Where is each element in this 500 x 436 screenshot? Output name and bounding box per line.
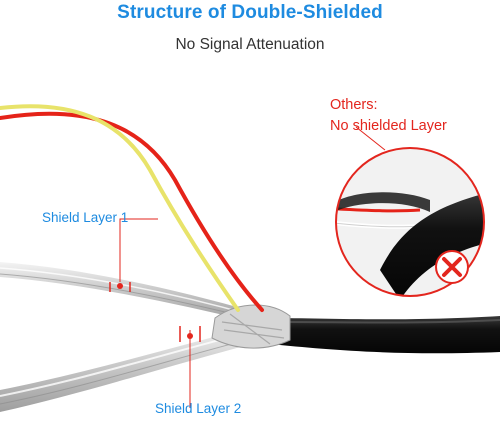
others-note: Others: No shielded Layer xyxy=(330,95,447,137)
shield-layer-1-pointer xyxy=(119,218,158,282)
shield-layer-2-label: Shield Layer 2 xyxy=(155,401,242,416)
black-cable xyxy=(268,316,500,354)
yellow-wire xyxy=(0,104,240,312)
others-line-1: Others: xyxy=(330,97,378,113)
page-title: Structure of Double-Shielded xyxy=(117,2,383,23)
comparison-inset xyxy=(336,148,484,296)
upper-braid-lead xyxy=(0,262,262,324)
x-icon xyxy=(435,250,469,284)
red-wire xyxy=(0,111,264,312)
shield-layer-1-label: Shield Layer 1 xyxy=(42,210,129,225)
others-line-2: No shielded Layer xyxy=(330,118,447,134)
lower-foil-lead xyxy=(0,326,268,412)
page-subtitle: No Signal Attenuation xyxy=(175,36,325,53)
